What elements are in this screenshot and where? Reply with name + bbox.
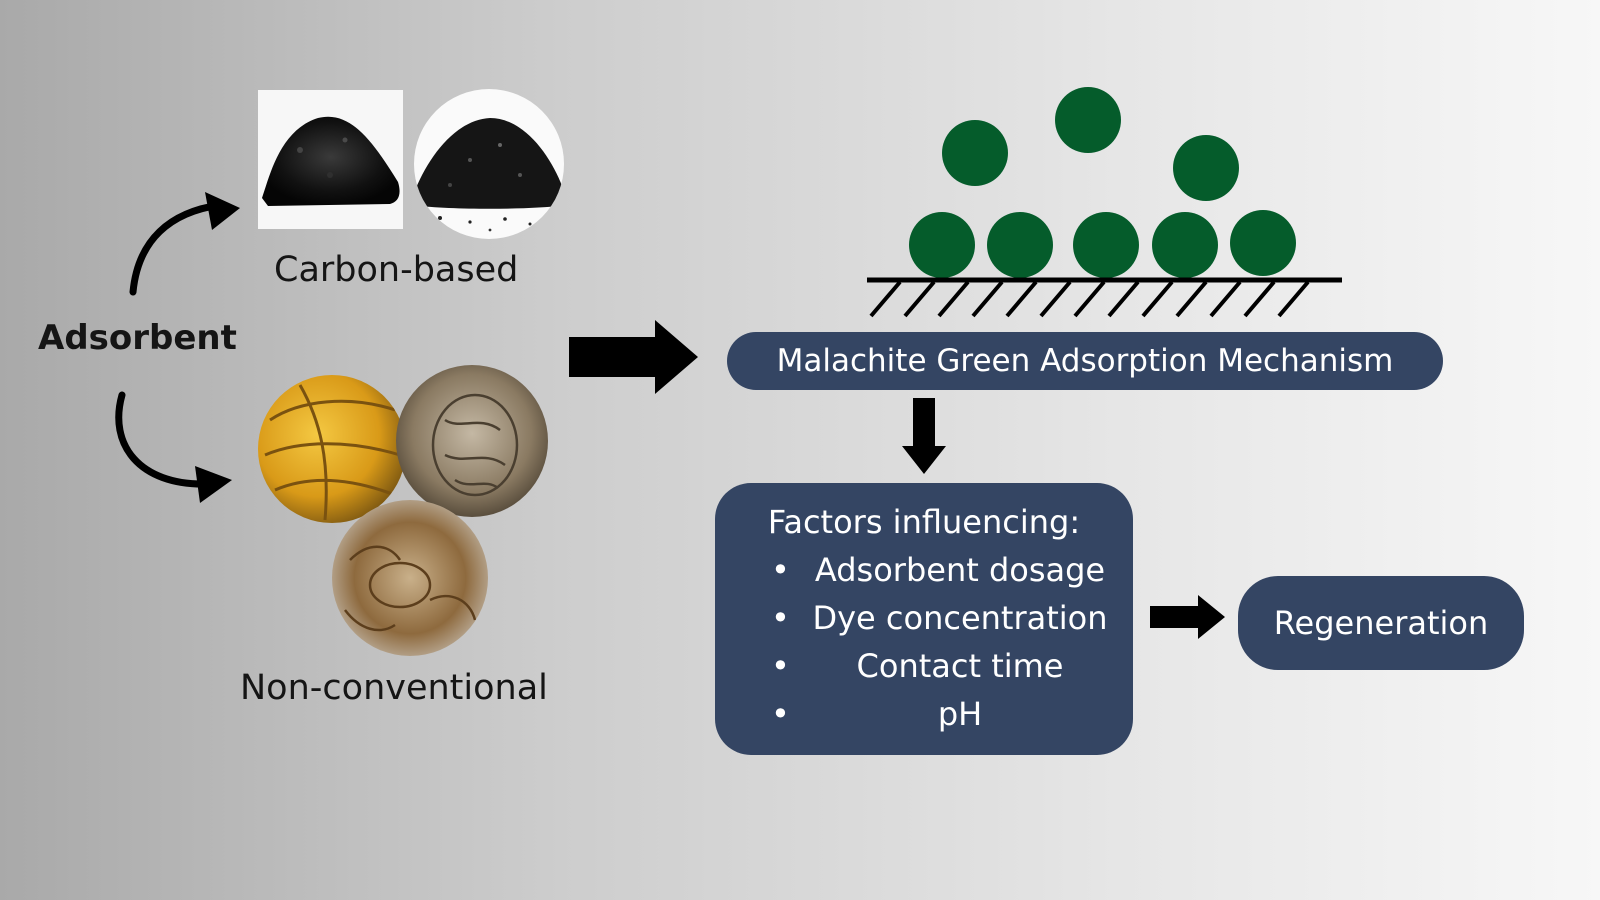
dye-particle [1055,87,1121,153]
factor-text: Contact time [856,647,1064,685]
factor-text: Adsorbent dosage [814,551,1106,589]
dye-particle [1230,210,1296,276]
surface-hatching [869,280,1310,318]
regeneration-label: Regeneration [1273,604,1489,642]
bullet-icon: • [771,551,790,589]
mechanism-label: Malachite Green Adsorption Mechanism [776,343,1394,379]
curved-arrow-up-icon [129,192,240,296]
dye-particle [987,212,1053,278]
crab-shell-image [332,500,488,656]
banana-peel-image [258,375,406,523]
down-arrow-icon [902,398,946,474]
activated-carbon-granules-image [414,89,564,239]
walnut-shell-image [396,365,548,517]
dye-particle [1173,135,1239,201]
factors-box: Factors influencing: • Adsorbent dosage … [715,483,1133,755]
right-arrow-small-icon [1150,595,1225,639]
dye-particle [942,120,1008,186]
dye-molecules-on-surface [867,87,1342,318]
regeneration-pill: Regeneration [1238,576,1524,670]
bullet-icon: • [771,647,790,685]
non-conventional-label: Non-conventional [240,668,548,708]
activated-carbon-powder-image [258,90,403,229]
dye-particle [1152,212,1218,278]
factor-text: Dye concentration [812,599,1108,637]
adsorbent-label: Adsorbent [38,318,237,358]
factor-text: pH [937,695,983,733]
factors-title: Factors influencing: [767,503,1081,541]
mechanism-pill: Malachite Green Adsorption Mechanism [727,332,1443,390]
bullet-icon: • [771,695,790,733]
curved-arrow-down-icon [115,391,232,503]
dye-particle [909,212,975,278]
right-arrow-large-icon [569,320,698,394]
dye-particle [1073,212,1139,278]
bullet-icon: • [771,599,790,637]
carbon-based-label: Carbon-based [274,250,519,290]
